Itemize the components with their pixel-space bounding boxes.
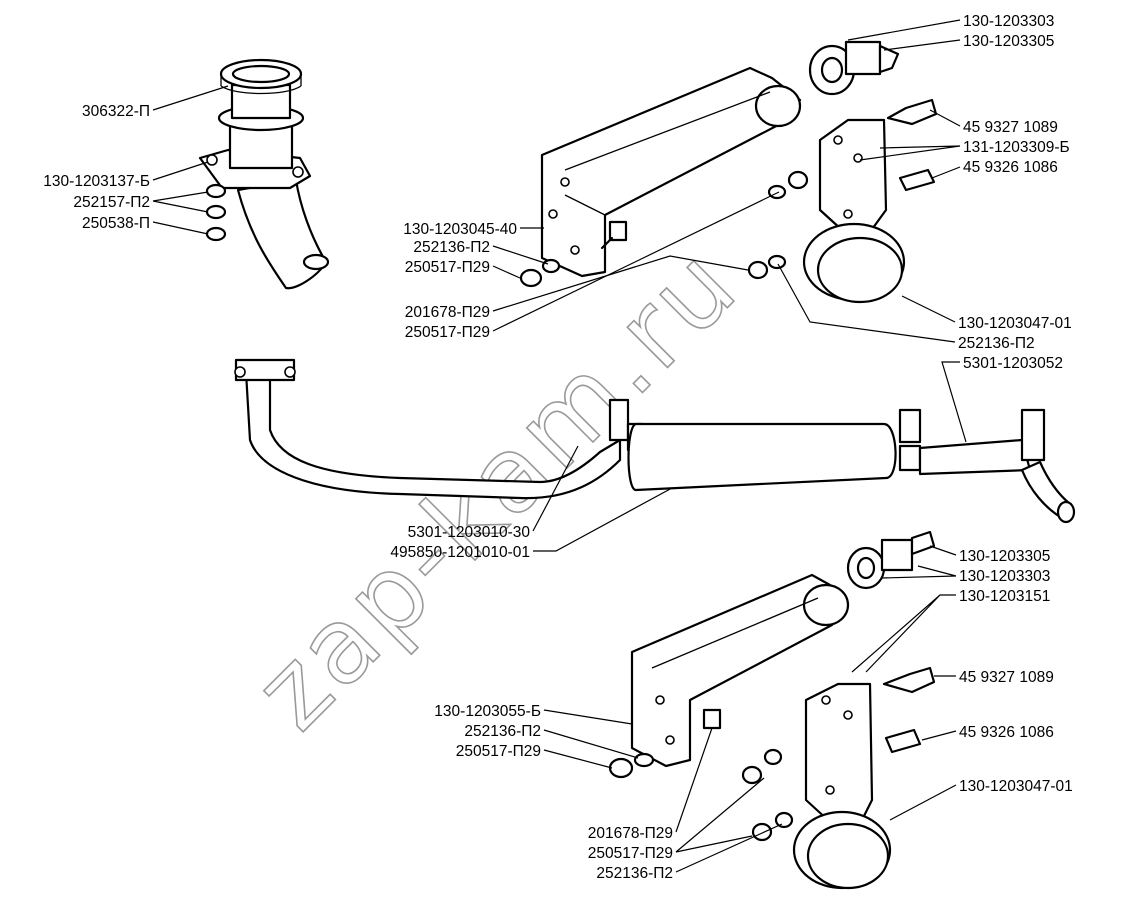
label-130-1203055-b: 130-1203055-Б [434, 703, 541, 720]
label-250517-p29-upper-2: 250517-П29 [405, 324, 490, 341]
label-130-1203137-b: 130-1203137-Б [43, 173, 150, 190]
label-5301-1203052: 5301-1203052 [963, 355, 1063, 372]
exhaust-pipe-assembly [234, 358, 1076, 524]
label-5301-1203010-30: 5301-1203010-30 [408, 524, 531, 541]
label-130-1203047-01-lower: 130-1203047-01 [959, 778, 1073, 795]
upper-bracket-part [540, 66, 802, 278]
label-130-1203303-top: 130-1203303 [963, 13, 1054, 30]
label-306322-p: 306322-П [82, 103, 150, 120]
front-pipe-flange-part [198, 58, 330, 290]
label-250517-p29-lower-2: 250517-П29 [588, 845, 673, 862]
label-130-1203303-bottom: 130-1203303 [959, 568, 1050, 585]
label-252136-p2-lower-2: 252136-П2 [596, 865, 673, 882]
label-130-1203305-bottom: 130-1203305 [959, 548, 1050, 565]
part-number-labels: 306322-П 130-1203137-Б 252157-П2 250538-… [43, 13, 1072, 882]
label-201678-p29-upper: 201678-П29 [405, 304, 490, 321]
label-45-9326-1086-bottom: 45 9326 1086 [959, 724, 1054, 741]
upper-cushion-part [808, 40, 900, 96]
label-250538-p: 250538-П [82, 215, 150, 232]
label-201678-p29-lower: 201678-П29 [588, 825, 673, 842]
label-130-1203045-40: 130-1203045-40 [403, 221, 517, 238]
upper-bolt-nut-set [519, 170, 809, 288]
small-washers-left [205, 183, 227, 242]
leader-lines [152, 19, 967, 873]
label-45-9326-1086-top: 45 9326 1086 [963, 159, 1058, 176]
lower-clamp-part [792, 666, 936, 890]
label-131-1203309-b: 131-1203309-Б [963, 139, 1070, 156]
label-252136-p2-upper: 252136-П2 [413, 239, 490, 256]
upper-clamp-part [802, 98, 938, 304]
label-252136-p2-upper-right: 252136-П2 [958, 335, 1035, 352]
label-130-1203305-top: 130-1203305 [963, 33, 1054, 50]
label-130-1203151: 130-1203151 [959, 588, 1050, 605]
label-252136-p2-lower: 252136-П2 [464, 723, 541, 740]
label-250517-p29-lower: 250517-П29 [456, 743, 541, 760]
label-495850-1201010-01: 495850-1201010-01 [390, 544, 530, 561]
label-252157-p2: 252157-П2 [73, 194, 150, 211]
label-45-9327-1089-bottom: 45 9327 1089 [959, 669, 1054, 686]
label-130-1203047-01-upper: 130-1203047-01 [958, 315, 1072, 332]
label-45-9327-1089-top: 45 9327 1089 [963, 119, 1058, 136]
label-250517-p29-upper: 250517-П29 [405, 259, 490, 276]
lower-cushion-part [846, 530, 936, 590]
